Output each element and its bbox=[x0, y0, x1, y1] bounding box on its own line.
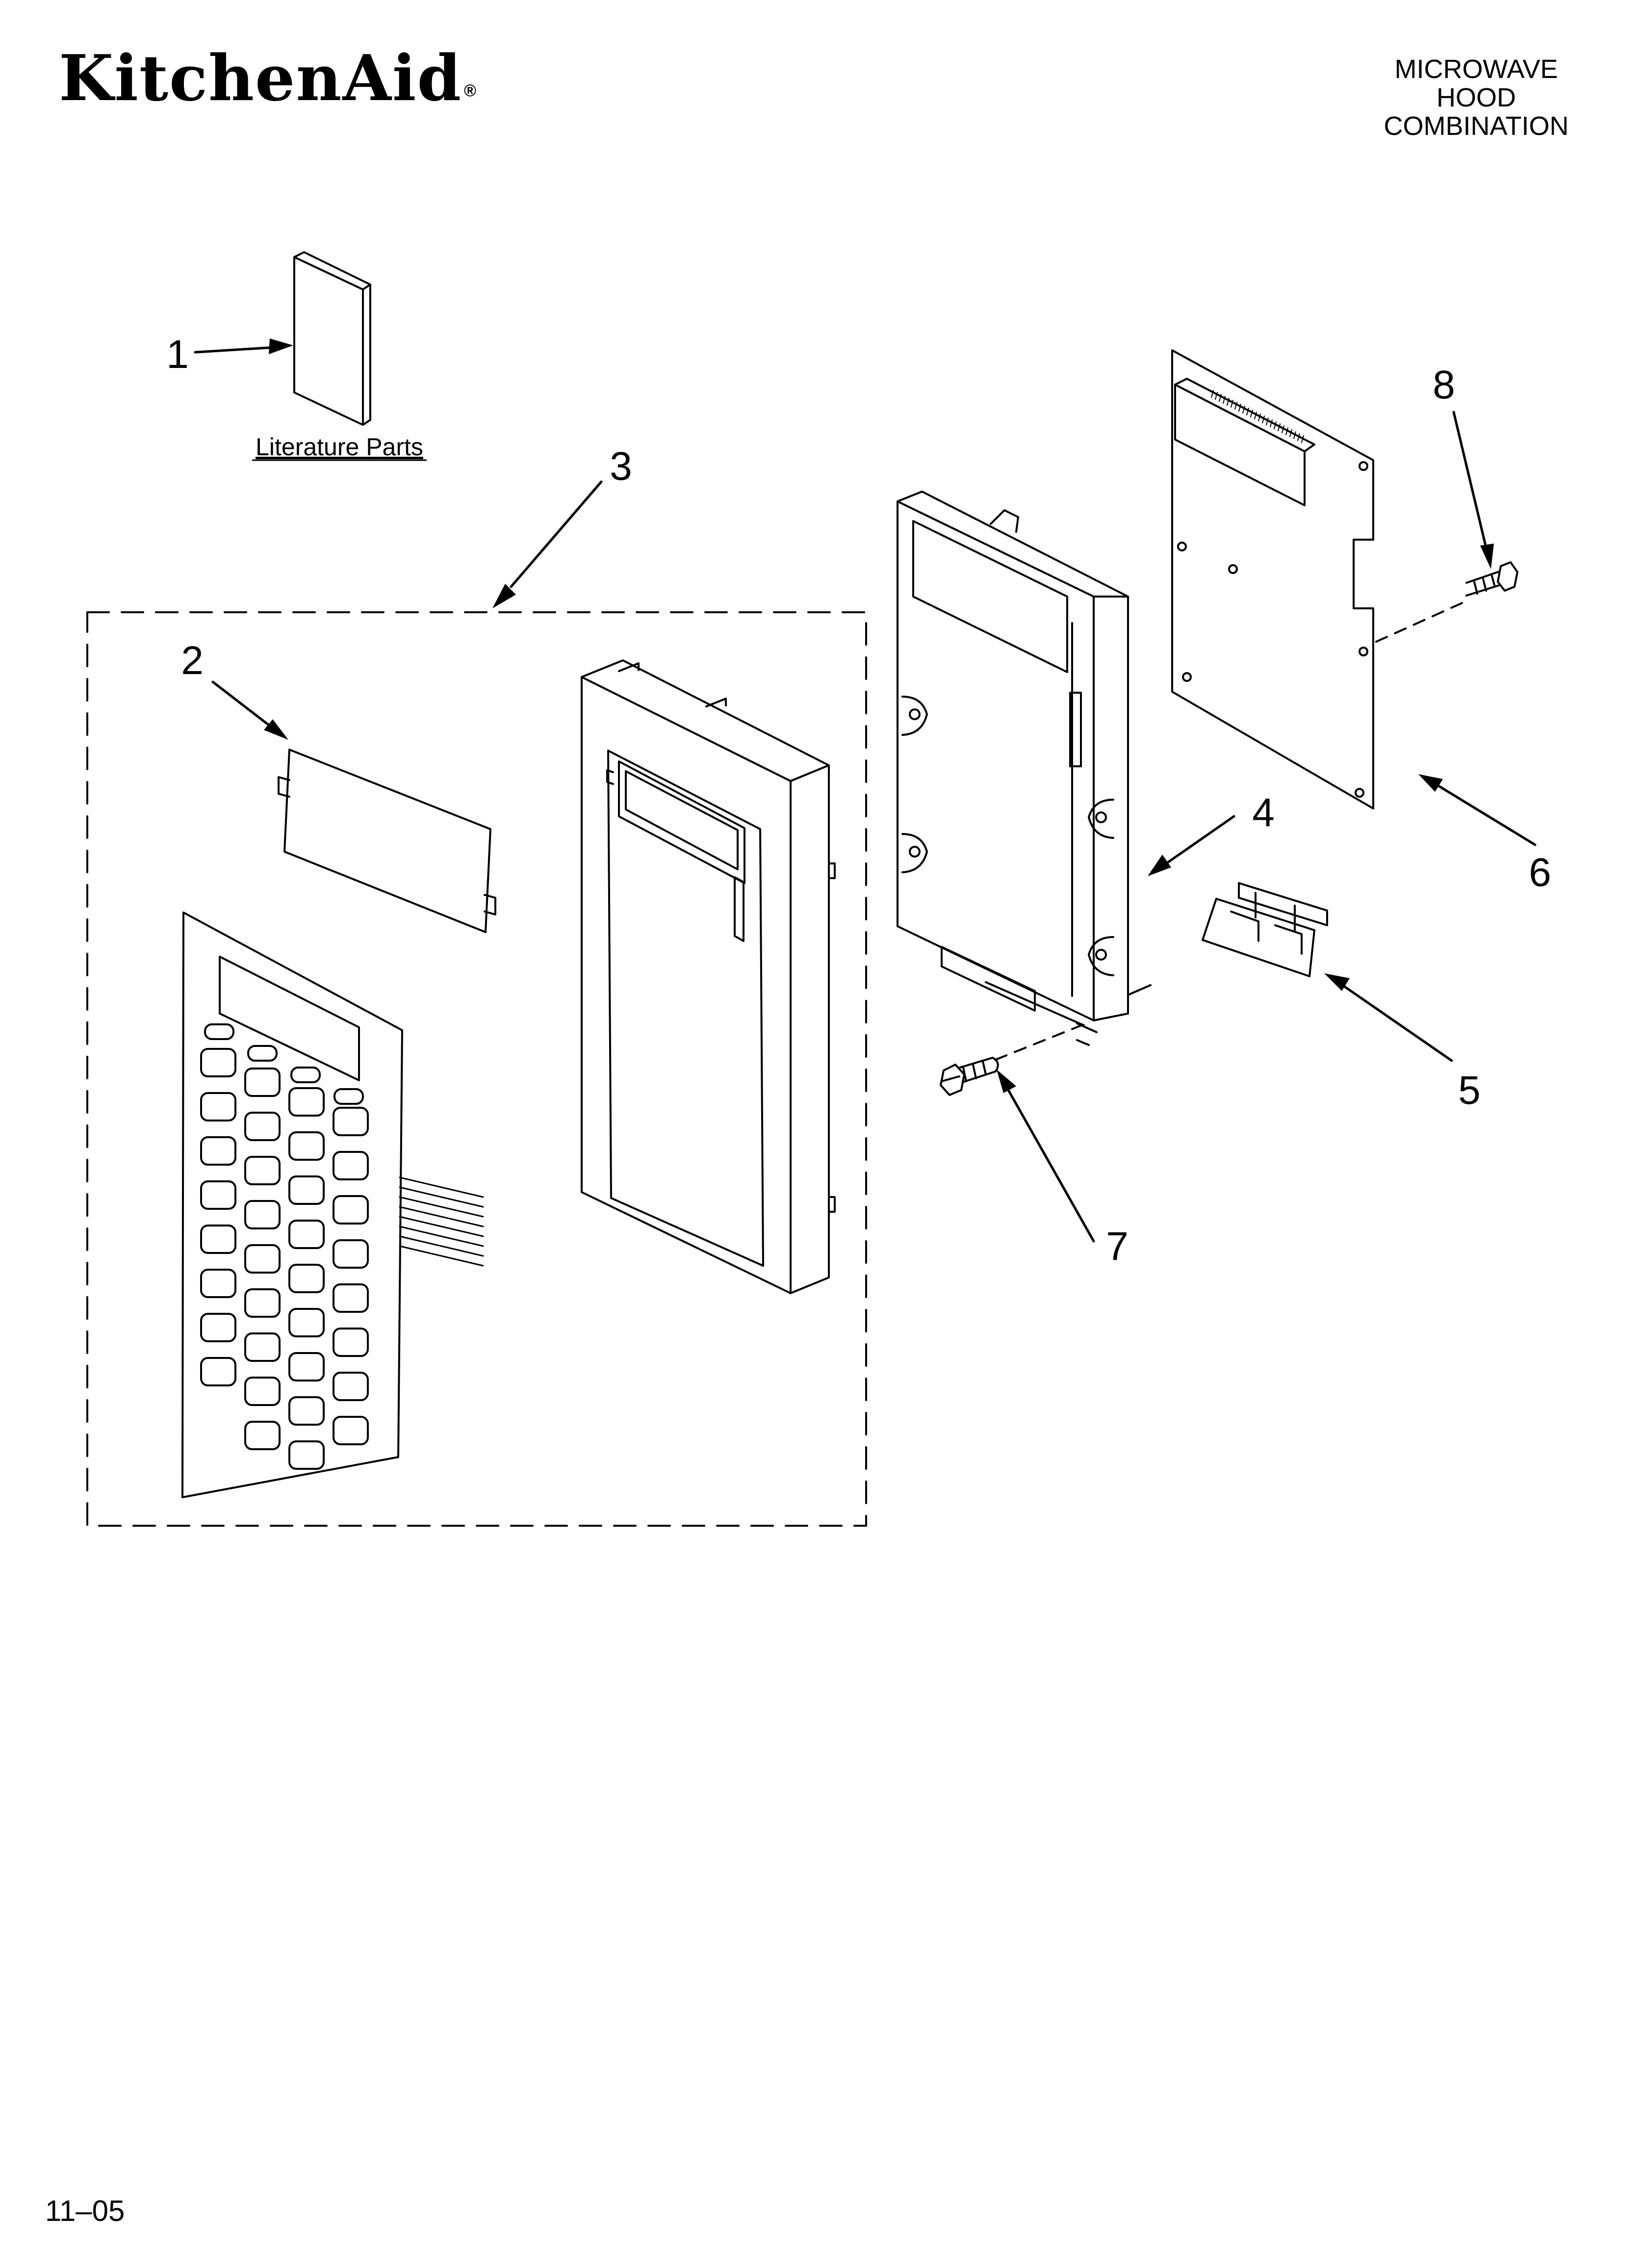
keypad-key bbox=[204, 1023, 234, 1040]
keypad-key bbox=[200, 1048, 236, 1077]
keypad-key bbox=[244, 1244, 281, 1274]
product-line-1: MICROWAVE bbox=[1394, 54, 1558, 84]
callout-7: 7 bbox=[1106, 1224, 1129, 1269]
board-pin bbox=[1246, 408, 1249, 416]
callout-8: 8 bbox=[1433, 363, 1455, 407]
alignment-line-7 bbox=[995, 1021, 1090, 1061]
keypad-key bbox=[244, 1156, 281, 1185]
keypad-key bbox=[288, 1352, 325, 1382]
board-pin bbox=[1270, 419, 1273, 427]
keypad-key bbox=[288, 1175, 325, 1205]
keypad-key bbox=[288, 1308, 325, 1337]
literature-parts-label: Literature Parts bbox=[256, 433, 423, 461]
keypad-key bbox=[244, 1377, 281, 1406]
keypad-key bbox=[333, 1239, 369, 1269]
board-pin bbox=[1234, 402, 1237, 410]
board-pin bbox=[1223, 396, 1226, 404]
keypad-key bbox=[200, 1357, 236, 1386]
keypad-key bbox=[244, 1112, 281, 1141]
callout-1: 1 bbox=[166, 332, 189, 377]
keypad-key bbox=[333, 1283, 369, 1313]
board-pin bbox=[1301, 435, 1304, 443]
callout-numbers: 1 2 3 4 5 6 7 8 bbox=[166, 332, 1551, 1269]
keypad-key bbox=[333, 1195, 369, 1225]
alignment-line-8 bbox=[1375, 600, 1466, 643]
brand-name: KitchenAid bbox=[59, 42, 462, 115]
board-pin bbox=[1219, 394, 1222, 402]
board-pin bbox=[1258, 414, 1261, 421]
keypad-key bbox=[334, 1088, 364, 1105]
keypad-key bbox=[333, 1372, 369, 1401]
product-line-2: HOOD bbox=[1437, 83, 1516, 112]
keypad-key bbox=[200, 1225, 236, 1254]
board-pin bbox=[1242, 406, 1245, 414]
assembly-boundary bbox=[86, 611, 867, 1527]
board-pin bbox=[1250, 410, 1253, 417]
board-pin bbox=[1211, 390, 1214, 398]
board-pin bbox=[1238, 404, 1241, 412]
board-pin bbox=[1262, 416, 1265, 423]
keypad-key bbox=[244, 1288, 281, 1318]
keypad-key bbox=[247, 1045, 278, 1062]
leader-arrowheads bbox=[264, 339, 1494, 1093]
keypad-key bbox=[244, 1200, 281, 1229]
keypad-key bbox=[288, 1264, 325, 1293]
control-board bbox=[1171, 349, 1374, 809]
literature-booklet bbox=[293, 251, 371, 426]
board-pin bbox=[1215, 392, 1218, 400]
date-code: 11–05 bbox=[45, 2194, 125, 2227]
board-pin bbox=[1289, 429, 1292, 437]
board-pin bbox=[1231, 400, 1233, 408]
keypad-key bbox=[288, 1087, 325, 1117]
keypad-key bbox=[288, 1440, 325, 1470]
keypad-key bbox=[244, 1068, 281, 1097]
product-title: MICROWAVE HOOD COMBINATION bbox=[1324, 55, 1628, 140]
board-pin bbox=[1282, 425, 1284, 433]
keypad-key bbox=[244, 1332, 281, 1362]
registered-mark: ® bbox=[463, 81, 477, 100]
keypad-key bbox=[333, 1151, 369, 1180]
callout-5: 5 bbox=[1458, 1068, 1481, 1113]
control-panel-frame bbox=[581, 659, 836, 1294]
board-pin bbox=[1285, 427, 1288, 435]
keypad-key bbox=[200, 1269, 236, 1298]
product-line-3: COMBINATION bbox=[1384, 111, 1569, 141]
screw-8 bbox=[1465, 561, 1518, 597]
control-housing bbox=[897, 491, 1152, 1046]
board-pin bbox=[1227, 398, 1230, 406]
mounting-bracket bbox=[1202, 882, 1328, 977]
keypad-ribbon-cable bbox=[399, 1176, 484, 1267]
keypad-keys bbox=[200, 1023, 369, 1470]
keypad-key bbox=[200, 1092, 236, 1121]
keypad-key bbox=[288, 1220, 325, 1249]
keypad-key bbox=[200, 1180, 236, 1210]
keypad-key bbox=[333, 1416, 369, 1445]
board-connector-pins bbox=[1211, 390, 1304, 443]
keypad-key bbox=[333, 1328, 369, 1357]
board-pin bbox=[1266, 417, 1269, 425]
callout-6: 6 bbox=[1529, 850, 1551, 895]
keypad-key bbox=[288, 1131, 325, 1161]
keypad-key bbox=[290, 1067, 321, 1083]
display-window bbox=[278, 749, 496, 933]
brand-logo: KitchenAid® bbox=[59, 47, 477, 110]
callout-3: 3 bbox=[610, 444, 632, 489]
callout-4: 4 bbox=[1252, 790, 1275, 835]
board-pin bbox=[1293, 431, 1296, 439]
keypad-key bbox=[200, 1313, 236, 1342]
board-pin bbox=[1274, 421, 1277, 429]
board-pin bbox=[1254, 412, 1257, 419]
housing-mounting-tabs bbox=[901, 696, 1114, 976]
keypad-key bbox=[333, 1107, 369, 1136]
keypad-key bbox=[244, 1421, 281, 1450]
keypad-key bbox=[288, 1396, 325, 1426]
leader-lines bbox=[194, 346, 1537, 1243]
board-pin bbox=[1297, 433, 1300, 441]
keypad-key bbox=[200, 1136, 236, 1166]
board-pin bbox=[1278, 423, 1281, 431]
keypad-membrane bbox=[181, 912, 484, 1498]
callout-2: 2 bbox=[181, 638, 204, 683]
screw-7 bbox=[940, 1057, 999, 1096]
